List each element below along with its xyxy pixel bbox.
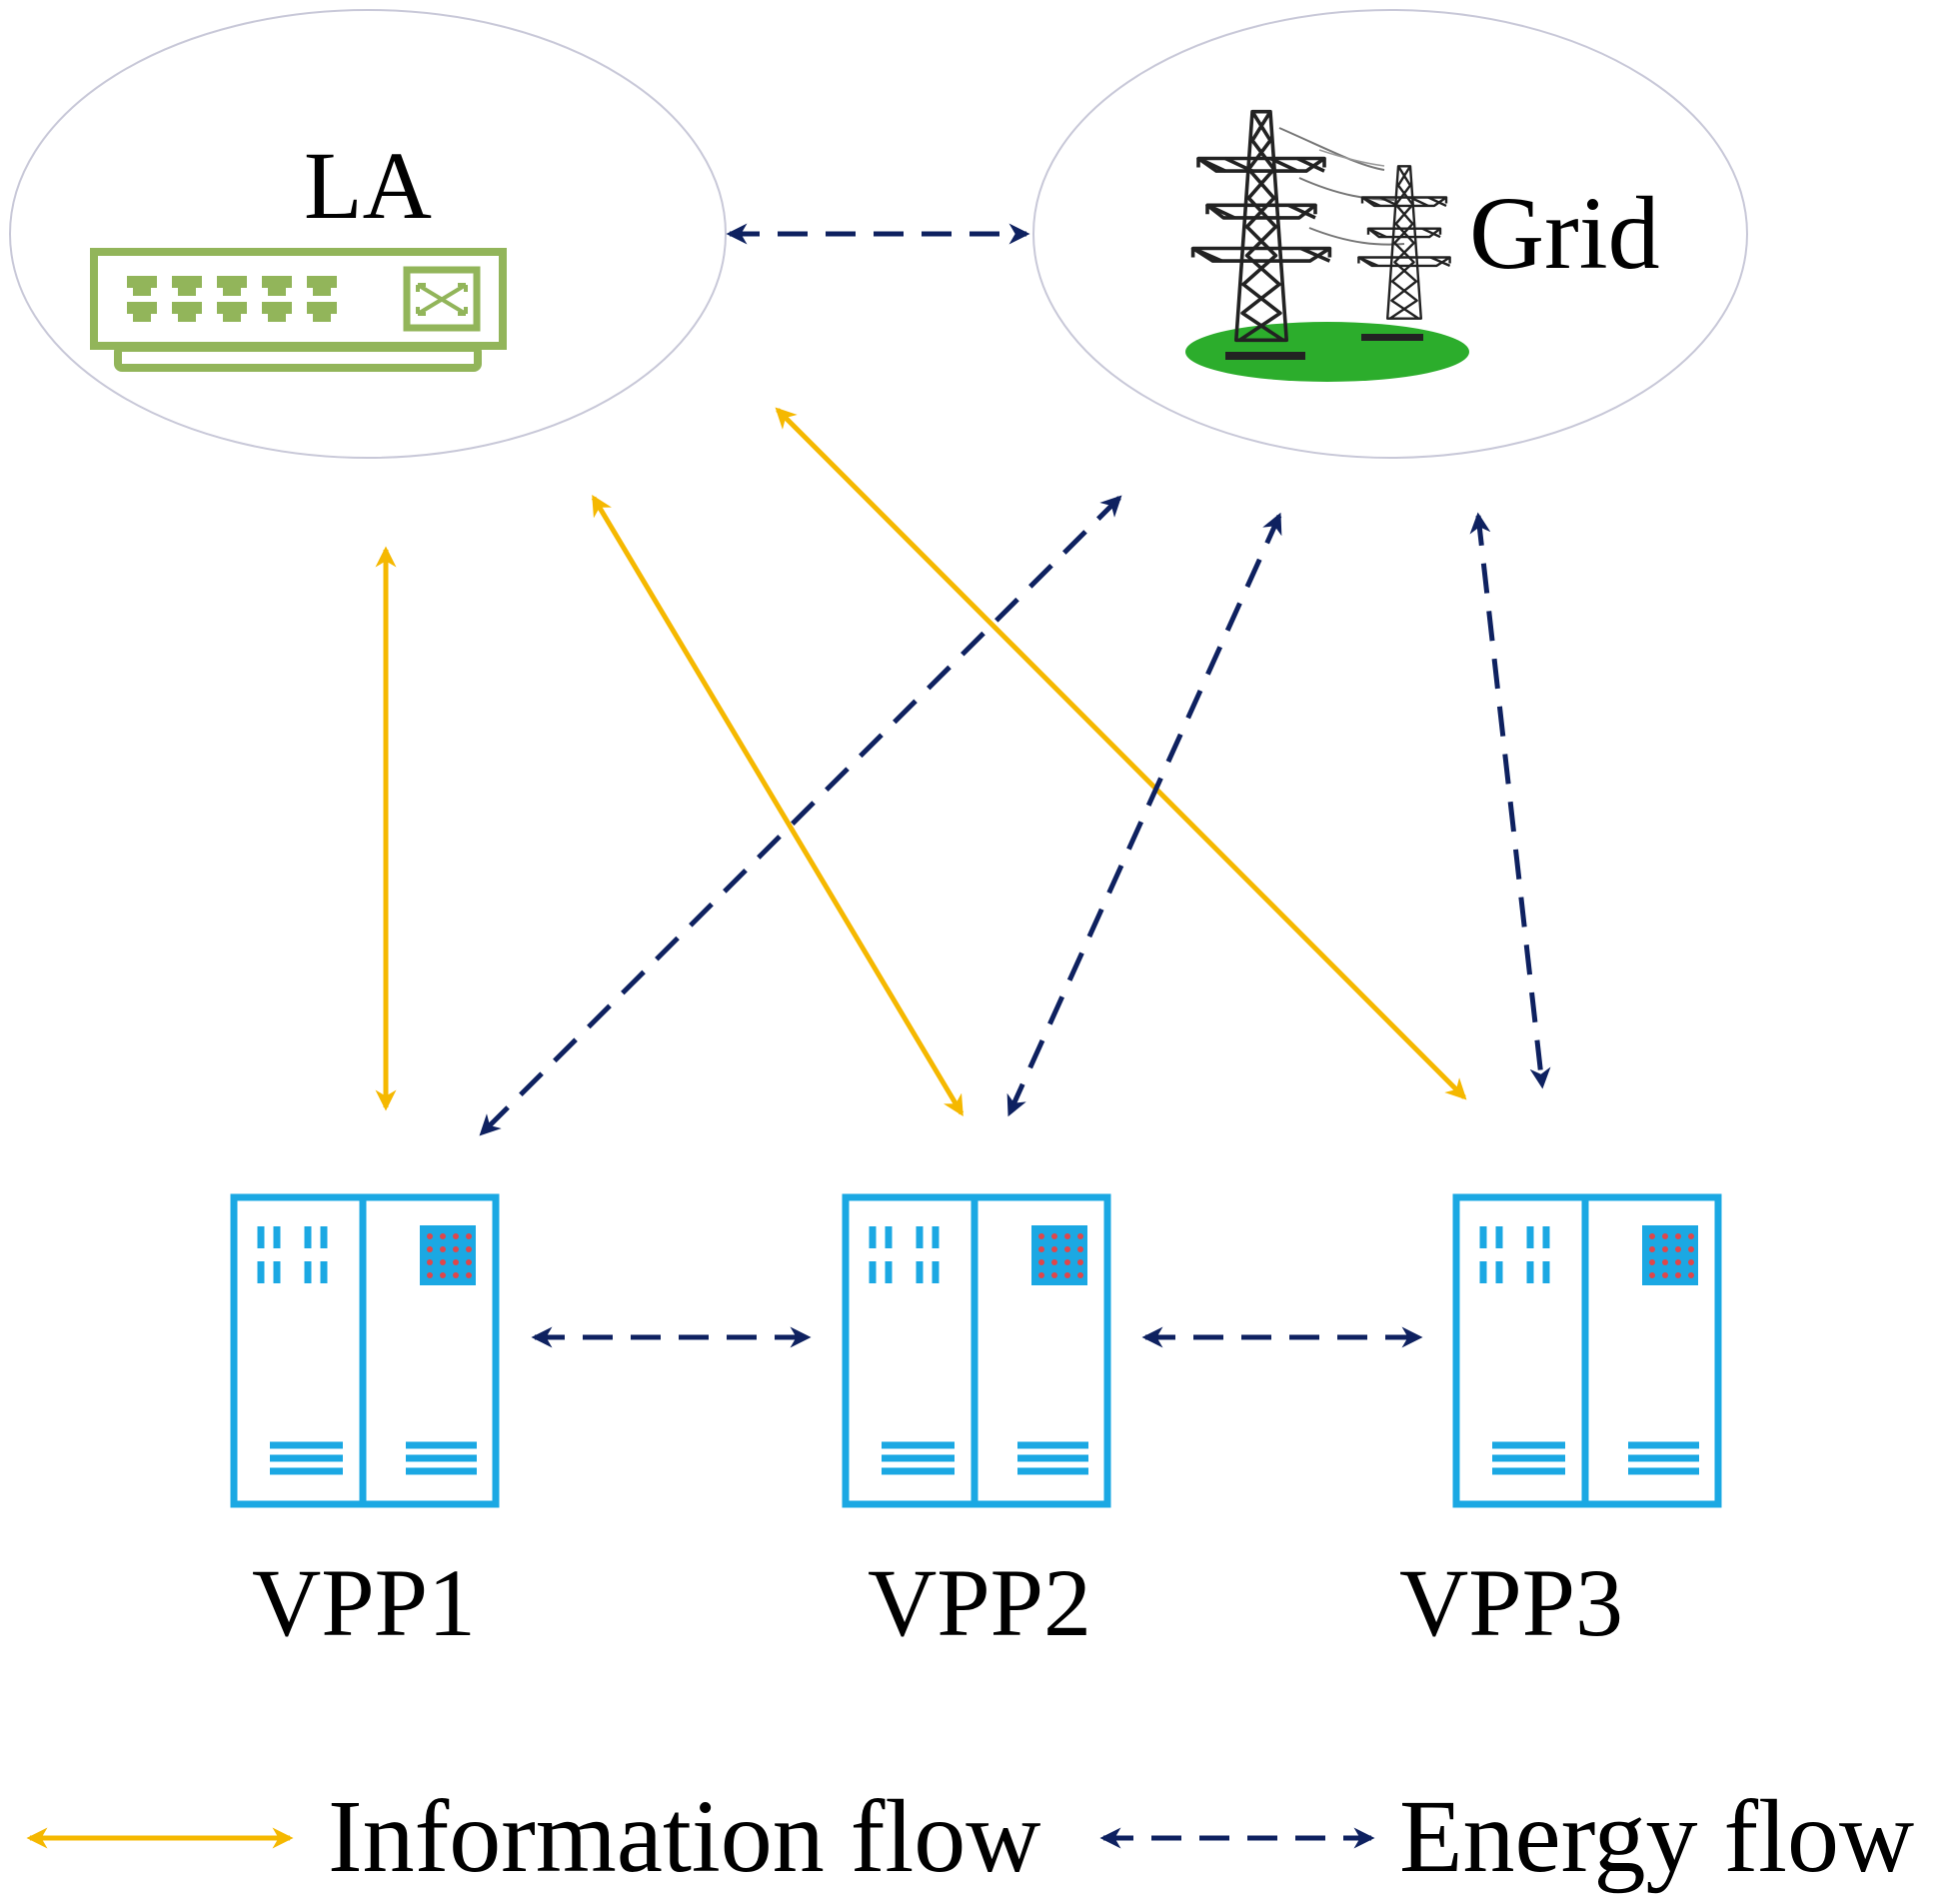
vpp2-node: VPP2 — [846, 1197, 1107, 1656]
info-flow-la-vpp2 — [591, 494, 965, 1117]
network-switch-icon — [90, 248, 507, 372]
server-cabinet-icon — [846, 1197, 1107, 1504]
legend-energy-label: Energy flow — [1399, 1779, 1914, 1894]
vpp2-label: VPP2 — [868, 1549, 1091, 1656]
transmission-tower-icon — [1185, 109, 1469, 382]
information-flows — [375, 407, 1467, 1117]
energy-flow-grid-vpp2 — [1006, 512, 1282, 1117]
server-cabinet-icon — [234, 1197, 496, 1504]
vpp1-node: VPP1 — [234, 1197, 496, 1656]
energy-flow-grid-vpp3 — [1469, 512, 1551, 1089]
legend-information-label: Information flow — [328, 1779, 1040, 1894]
energy-flows — [479, 223, 1551, 1348]
vpp1-label: VPP1 — [252, 1549, 476, 1656]
legend: Information flow Energy flow — [26, 1779, 1914, 1894]
la-ellipse — [9, 9, 727, 459]
vpp3-node: VPP3 — [1399, 1197, 1718, 1656]
info-flow-la-vpp3 — [775, 407, 1467, 1100]
vpp3-label: VPP3 — [1399, 1549, 1623, 1656]
la-label: LA — [304, 132, 432, 239]
energy-flow-grid-vpp1 — [479, 495, 1122, 1136]
grid-label: Grid — [1469, 176, 1660, 291]
la-node: LA — [9, 9, 727, 459]
grid-node: Grid — [1032, 9, 1748, 459]
server-cabinet-icon — [1456, 1197, 1718, 1504]
